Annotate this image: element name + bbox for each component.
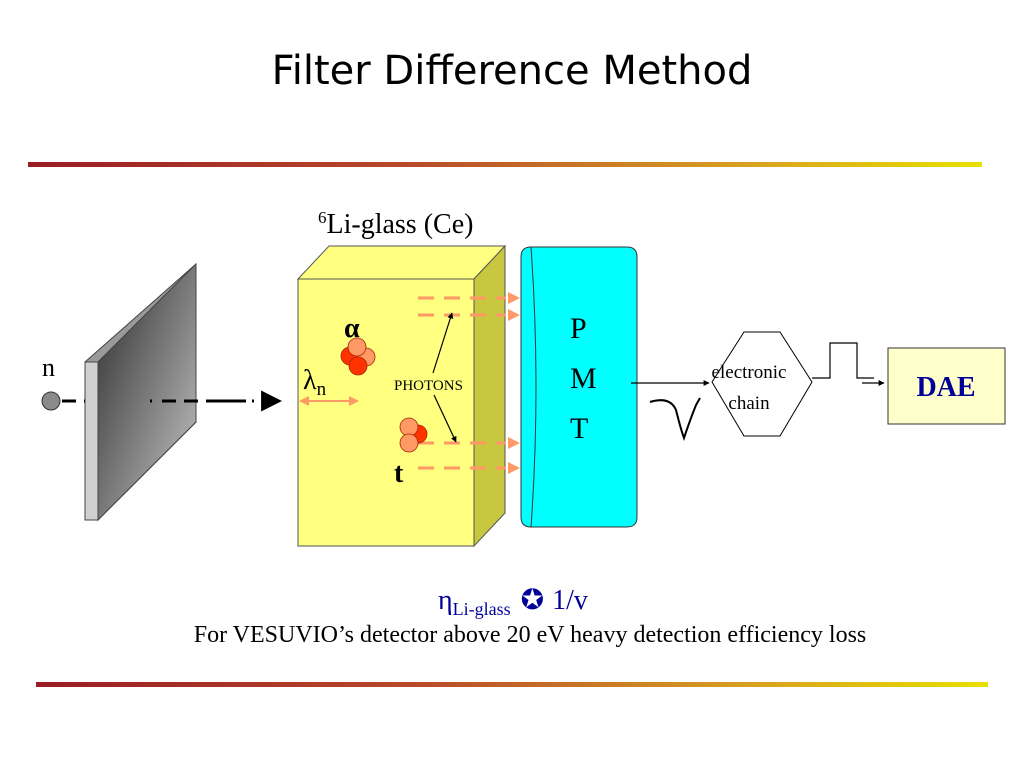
neutron-dot [41, 391, 61, 411]
li-glass-superscript: 6 [318, 208, 327, 227]
neutron-label: n [42, 353, 55, 382]
eta-subscript: Li-glass [453, 599, 511, 619]
pmt-letter-m: M [570, 362, 597, 395]
efficiency-formula: ηLi-glass ✪ 1/v [438, 585, 588, 619]
li-glass-scintillator [296, 244, 507, 548]
lambda-label: λn [303, 365, 327, 400]
electronic-chain-block [711, 331, 813, 437]
digital-pulse-icon [812, 342, 874, 379]
proportional-symbol: ✪ [521, 585, 544, 616]
alpha-label: α [344, 313, 360, 344]
li-glass-text: Li-glass (Ce) [327, 209, 474, 240]
photon-arrow-up [432, 312, 454, 374]
triton-label: t [394, 458, 404, 489]
dae-label: DAE [916, 372, 975, 403]
alpha-particle [340, 337, 376, 376]
eta-symbol: η [438, 585, 453, 616]
filter-plate [84, 262, 197, 522]
lambda-symbol: λ [303, 365, 317, 396]
top-divider [28, 162, 982, 167]
slide-title: Filter Difference Method [271, 48, 753, 94]
li-glass-label: 6Li-glass (Ce) [318, 208, 473, 240]
photon-arrowheads [508, 292, 520, 474]
dae-box [887, 347, 1006, 425]
lambda-subscript: n [317, 379, 327, 400]
formula-rhs: 1/v [552, 585, 588, 616]
analog-pulse-icon [649, 397, 701, 441]
pmt-letter-p: P [570, 312, 587, 345]
pmt-letter-t: T [570, 412, 588, 445]
caption: For VESUVIO’s detector above 20 eV heavy… [194, 622, 867, 648]
electronic-chain-line2: chain [728, 393, 770, 414]
electronic-chain-line1: electronic [712, 362, 787, 383]
photomultiplier-tube [520, 246, 638, 528]
photon-rays [418, 296, 506, 470]
bottom-divider [36, 682, 988, 687]
triton-particle [399, 417, 428, 453]
photon-arrow-down [433, 394, 457, 443]
photons-label: PHOTONS [394, 378, 463, 394]
